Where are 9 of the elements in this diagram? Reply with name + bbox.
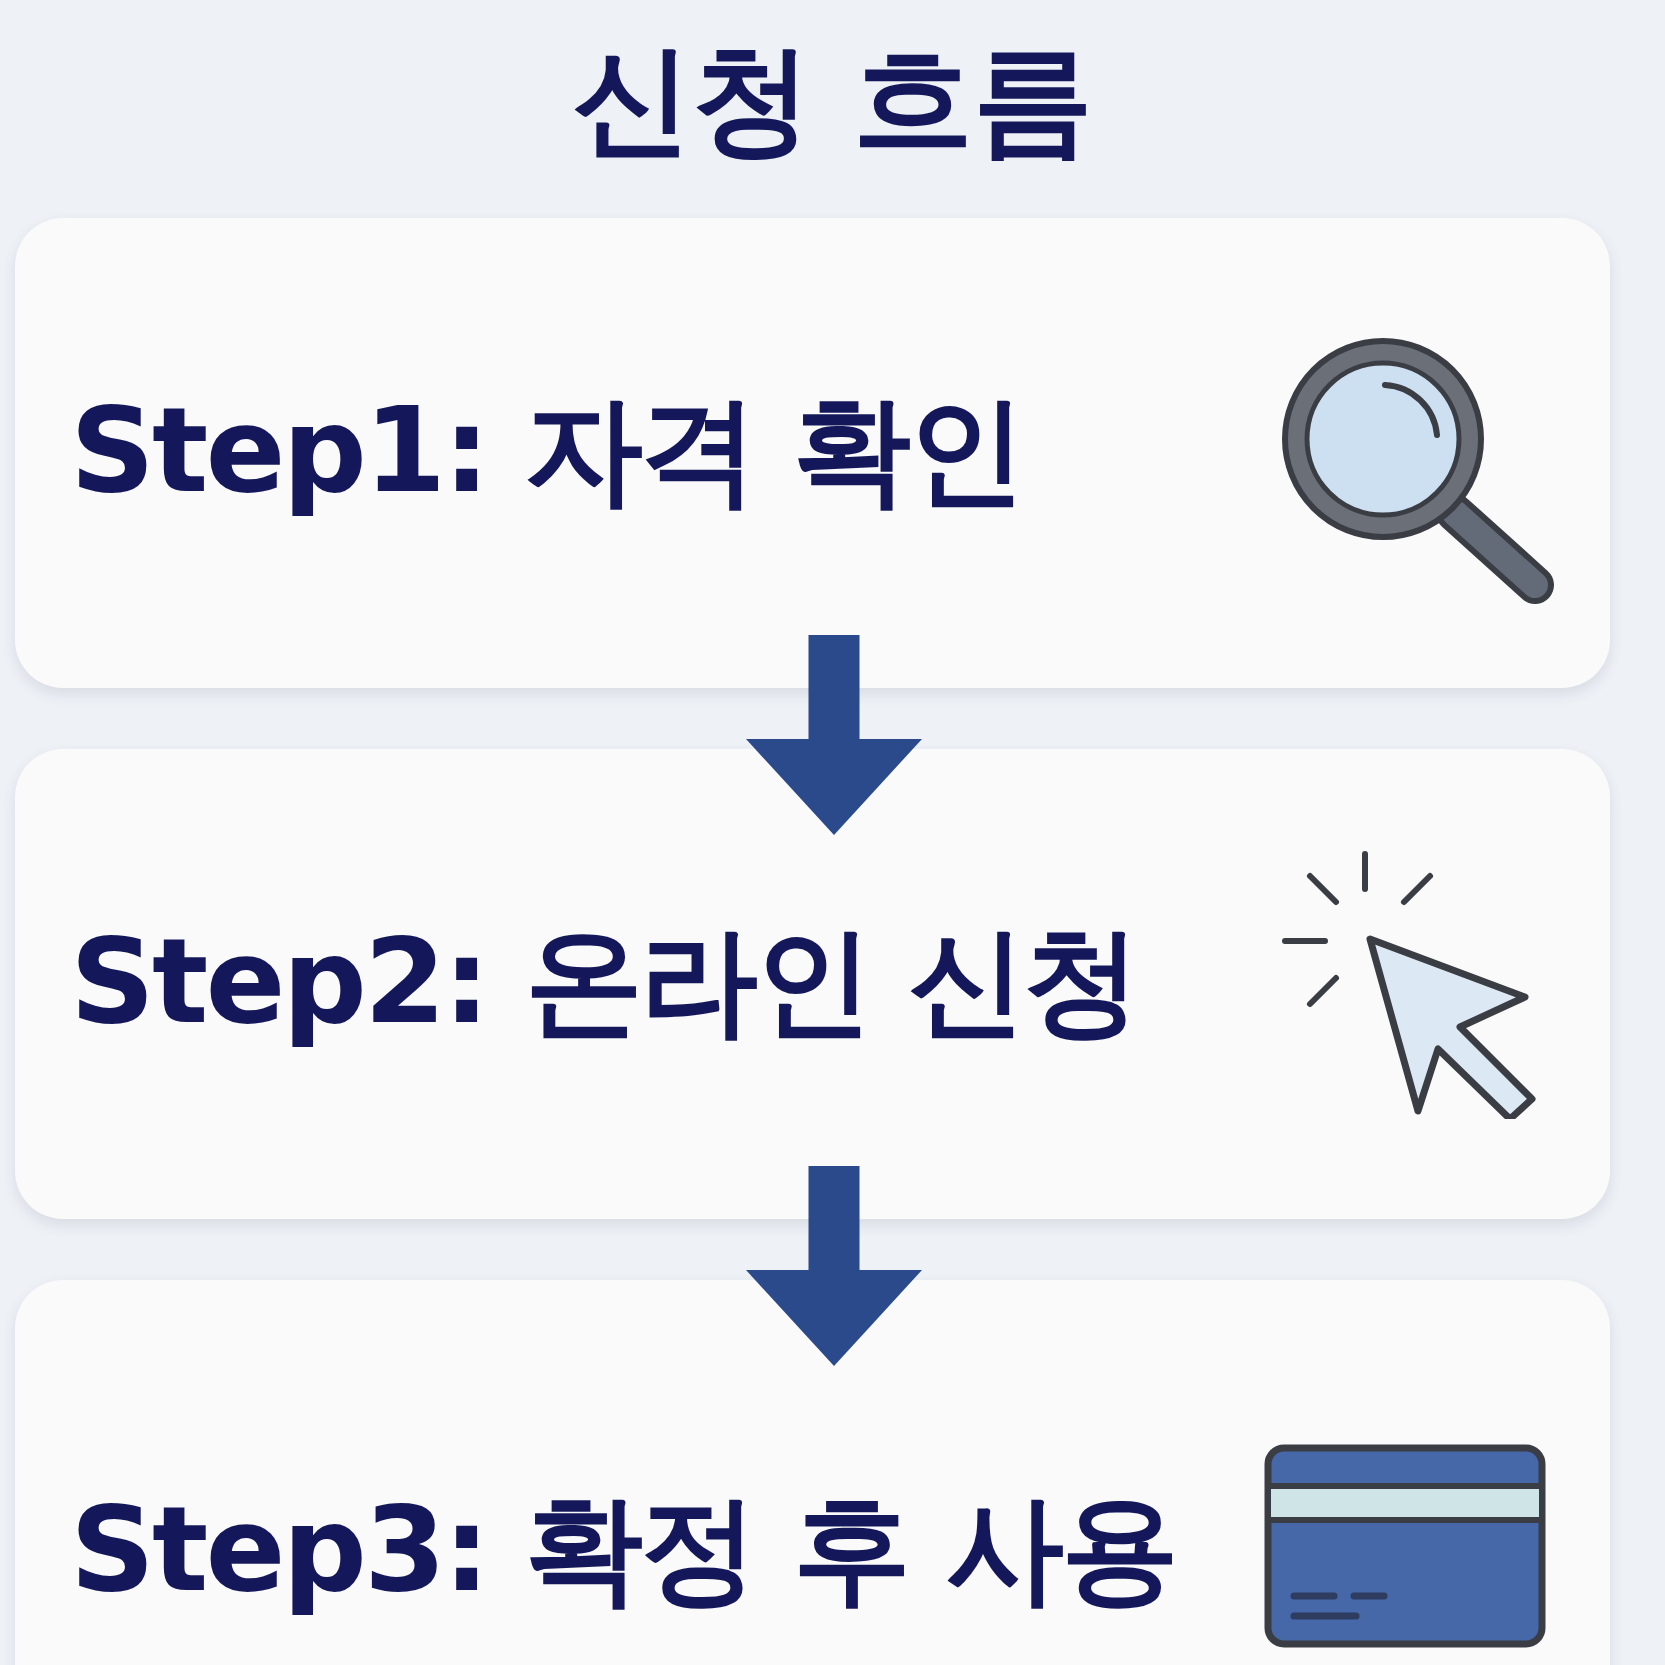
step-label: Step3: 확정 후 사용: [70, 1485, 1177, 1615]
step-label: Step1: 자격 확인: [70, 386, 1024, 516]
step-card: [15, 218, 1610, 688]
down-arrow: [746, 635, 922, 835]
step-card: [15, 749, 1610, 1219]
step-label: Step2: 온라인 신청: [70, 917, 1139, 1047]
down-arrow: [746, 1166, 922, 1366]
step-card: [15, 1280, 1610, 1665]
title: 신청 흐름: [571, 29, 1094, 171]
